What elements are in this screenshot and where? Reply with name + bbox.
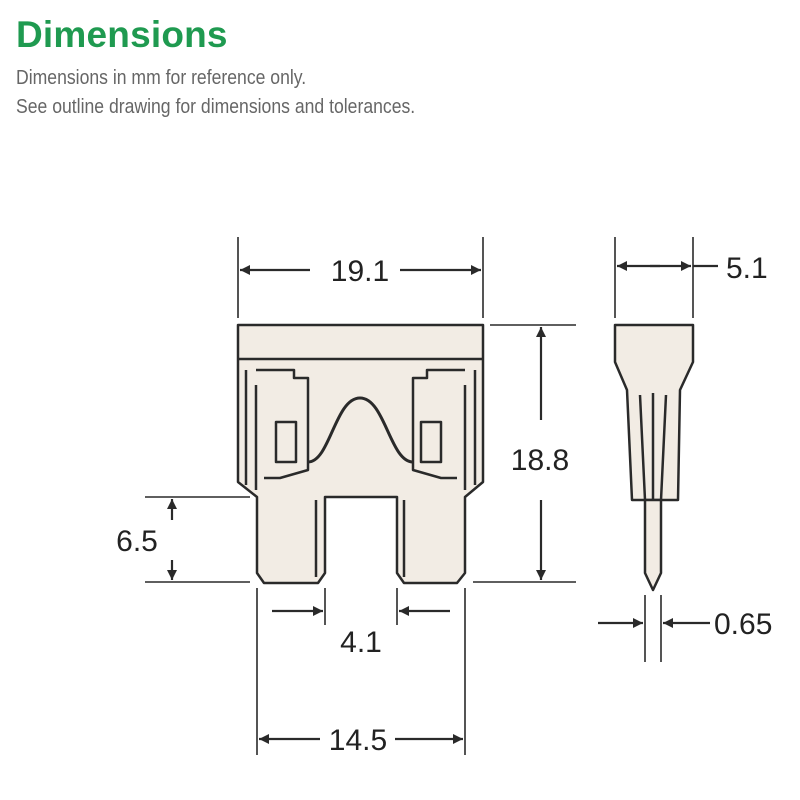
blade-thickness-label: 0.65 — [714, 608, 772, 641]
left-inspection-window — [274, 420, 298, 464]
left-element-frame — [256, 368, 310, 480]
overall-width-label: 19.1 — [331, 255, 389, 288]
fuse-front-view — [236, 323, 485, 585]
fuse-body-outline — [236, 323, 485, 585]
terminal-width-label: 4.1 — [340, 626, 382, 659]
tolerance-note: See outline drawing for dimensions and t… — [16, 96, 416, 118]
blade-slots — [314, 500, 406, 577]
page-title: Dimensions — [16, 14, 228, 55]
side-blade — [643, 498, 663, 592]
right-inspection-window — [419, 420, 443, 464]
fuse-side-view — [613, 323, 695, 592]
dimension-arrows — [167, 261, 718, 744]
right-element-frame — [411, 368, 465, 480]
terminal-length-label: 6.5 — [116, 525, 158, 558]
reference-note: Dimensions in mm for reference only. — [16, 67, 307, 89]
overall-height-label: 18.8 — [511, 444, 569, 477]
side-channels — [244, 370, 477, 490]
terminal-span-label: 14.5 — [329, 724, 387, 757]
side-inner-lines — [638, 393, 668, 501]
fuse-element-wire — [307, 396, 414, 464]
thickness-label: 5.1 — [726, 252, 768, 285]
extension-lines — [145, 237, 694, 755]
